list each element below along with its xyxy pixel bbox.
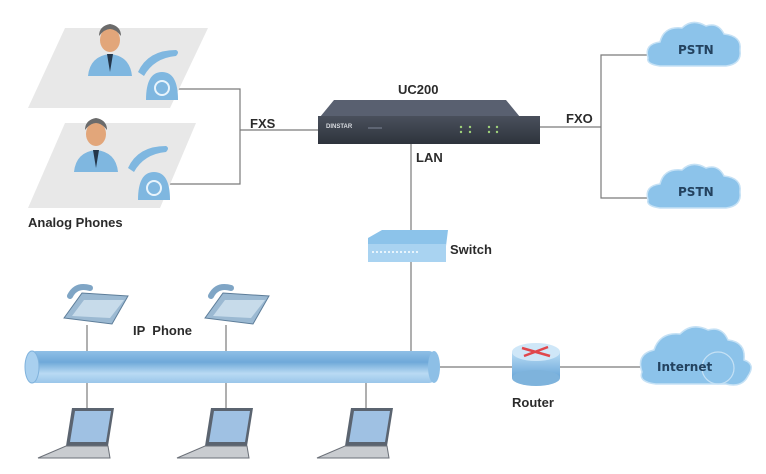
pstn-top-label: PSTN — [678, 43, 714, 57]
line-pstn — [600, 54, 650, 199]
ip-phone-2 — [204, 284, 270, 325]
laptop-2 — [176, 408, 253, 459]
person-icon — [74, 118, 118, 172]
switch-label: Switch — [450, 242, 492, 257]
analog-phone-1 — [28, 24, 208, 108]
lan-label: LAN — [416, 150, 443, 165]
uc200-device — [318, 100, 540, 144]
pstn-bottom-label: PSTN — [678, 185, 714, 199]
device-name-label: UC200 — [398, 82, 439, 97]
laptop-1 — [37, 408, 114, 459]
ip-phone-label: IP Phone — [133, 323, 192, 338]
fxo-label: FXO — [566, 111, 593, 126]
internet-label: Internet — [657, 360, 713, 374]
fxs-label: FXS — [250, 116, 276, 131]
router-icon — [512, 343, 560, 386]
lan-bus — [24, 350, 440, 384]
router-label: Router — [512, 395, 554, 410]
pstn-cloud-top — [646, 21, 741, 67]
device-brand-label: DINSTAR — [326, 124, 353, 130]
internet-cloud — [639, 326, 752, 386]
analog-phone-2 — [28, 118, 196, 208]
telephone-icon — [128, 146, 170, 200]
telephone-icon — [138, 50, 178, 100]
switch-icon — [368, 230, 448, 262]
status-leds — [459, 125, 499, 134]
line-analog-top — [170, 88, 241, 185]
laptop-3 — [316, 408, 393, 459]
person-icon — [88, 24, 132, 76]
ip-phone-1 — [63, 284, 129, 325]
pstn-cloud-bottom — [646, 163, 741, 209]
analog-phones-label: Analog Phones — [28, 215, 123, 230]
